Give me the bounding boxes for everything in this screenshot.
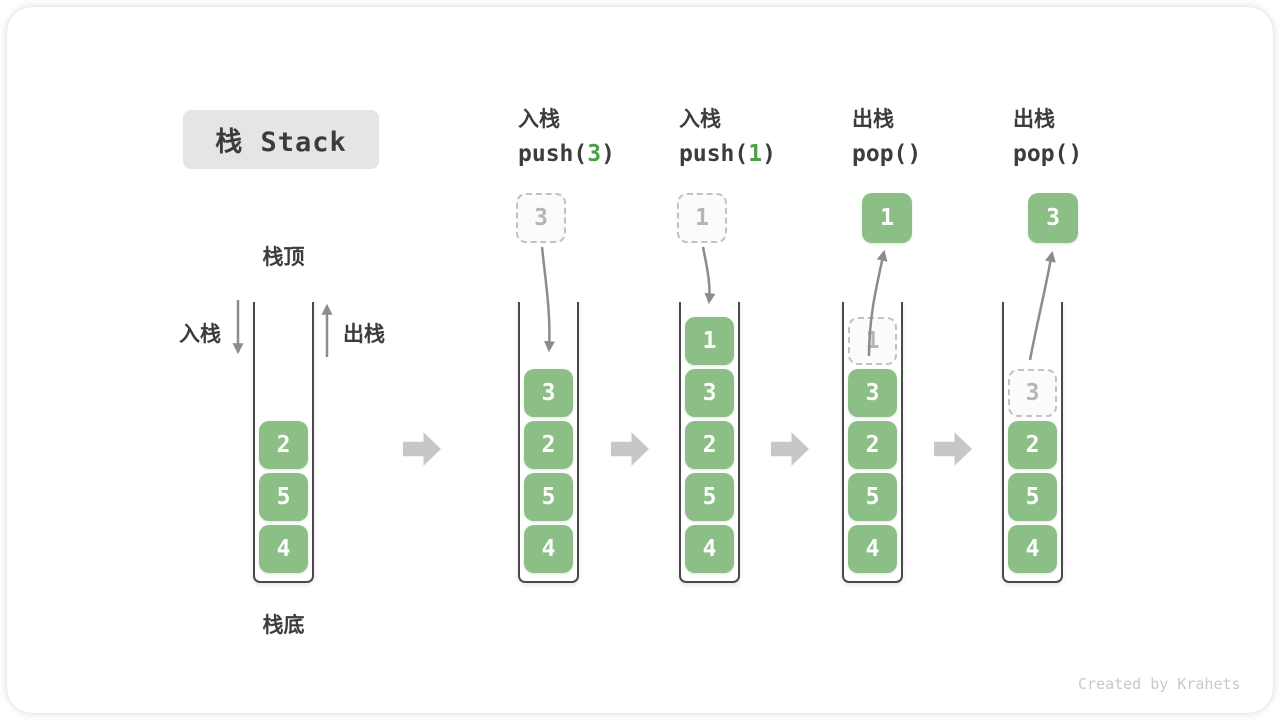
stack-item: 5 — [259, 473, 308, 521]
code-suffix: ) — [762, 141, 776, 167]
op-label-push-3: 入栈 push(3) — [518, 103, 615, 167]
op-label-push-1: 入栈 push(1) — [679, 103, 776, 167]
popped-item: 3 — [1028, 193, 1078, 243]
popped-item: 1 — [862, 193, 912, 243]
stack-item-ghost: 3 — [1008, 369, 1057, 417]
code-suffix: ) — [1068, 141, 1083, 167]
code-suffix: ) — [907, 141, 922, 167]
code-prefix: push( — [518, 141, 588, 167]
code-prefix: pop( — [852, 141, 908, 167]
credit-text: Created by Krahets — [1078, 675, 1241, 693]
incoming-item: 3 — [516, 193, 566, 243]
stack-item: 4 — [524, 525, 573, 573]
stack-item: 2 — [685, 421, 734, 469]
stack-item: 4 — [848, 525, 897, 573]
stack-item: 2 — [524, 421, 573, 469]
stack-item: 2 — [848, 421, 897, 469]
stack-item: 3 — [524, 369, 573, 417]
code-prefix: push( — [679, 141, 749, 167]
stack-container-after-push-3: 3 2 5 4 — [518, 302, 579, 583]
stack-container-after-pop-3: 3 2 5 4 — [1002, 302, 1063, 583]
op-code-text: pop() — [1013, 141, 1082, 167]
incoming-item: 1 — [677, 193, 727, 243]
code-arg: 3 — [587, 141, 602, 167]
stack-item: 3 — [848, 369, 897, 417]
stack-item: 5 — [848, 473, 897, 521]
op-label-pop-1: 出栈 pop() — [852, 103, 921, 167]
op-code-text: push(3) — [518, 141, 615, 167]
pop-direction-label: 出栈 — [343, 322, 385, 346]
op-cn-text: 入栈 — [518, 107, 560, 131]
op-cn-text: 入栈 — [679, 107, 721, 131]
stack-container-initial: 2 5 4 — [253, 302, 314, 583]
stack-container-after-pop-1: 1 3 2 5 4 — [842, 302, 903, 583]
op-label-pop-3: 出栈 pop() — [1013, 103, 1082, 167]
stack-item: 2 — [259, 421, 308, 469]
op-cn-text: 出栈 — [1013, 107, 1055, 131]
stack-bottom-label: 栈底 — [262, 613, 305, 637]
code-arg: 1 — [748, 141, 763, 167]
op-code-text: pop() — [852, 141, 921, 167]
diagram-title: 栈 Stack — [183, 110, 379, 169]
stack-item: 4 — [685, 525, 734, 573]
code-suffix: ) — [601, 141, 615, 167]
stack-item: 2 — [1008, 421, 1057, 469]
stack-item: 4 — [259, 525, 308, 573]
stack-container-after-push-1: 1 3 2 5 4 — [679, 302, 740, 583]
code-prefix: pop( — [1013, 141, 1069, 167]
stack-top-label: 栈顶 — [262, 245, 305, 269]
op-cn-text: 出栈 — [852, 107, 894, 131]
stack-item: 3 — [685, 369, 734, 417]
stack-item: 1 — [685, 317, 734, 365]
op-code-text: push(1) — [679, 141, 776, 167]
stack-item-ghost: 1 — [848, 317, 897, 365]
push-direction-label: 入栈 — [179, 322, 221, 346]
stack-item: 5 — [1008, 473, 1057, 521]
stack-item: 5 — [524, 473, 573, 521]
stack-item: 5 — [685, 473, 734, 521]
stack-item: 4 — [1008, 525, 1057, 573]
